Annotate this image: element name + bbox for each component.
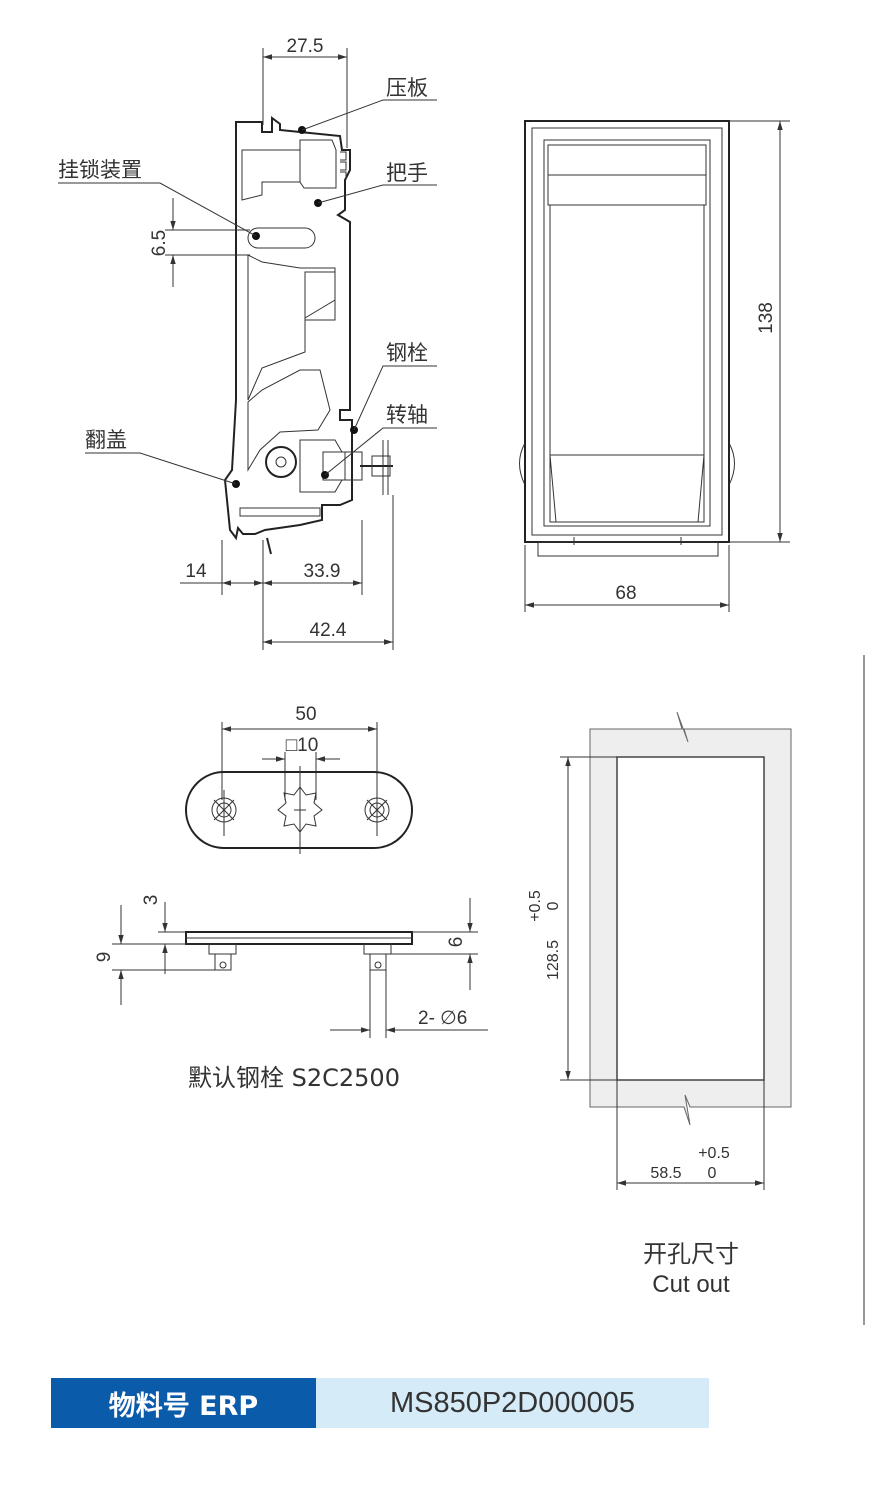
upper-cavity [241, 149, 301, 201]
shaft-head [371, 455, 391, 477]
plate-side-view: 3 9 6 2- ∅6 默认钢栓 S2C2500 [94, 895, 488, 1092]
erp-label: 物料号 ERP [51, 1378, 316, 1428]
pivot-arm [299, 439, 363, 493]
dim-9: 9 [94, 952, 115, 963]
lower-cavity [247, 369, 331, 472]
label-flip-cover: 翻盖 [85, 428, 127, 452]
dim-14: 14 [185, 561, 207, 582]
front-frame-outer [524, 120, 730, 543]
right-cavity [304, 271, 336, 321]
plate-view: 50 □10 [185, 704, 413, 854]
erp-bar: 物料号 ERP MS850P2D000005 [51, 1378, 709, 1428]
dim-2-holes: 2- ∅6 [418, 1008, 467, 1029]
slot-cavity [247, 227, 316, 249]
dim-square-10: □10 [286, 735, 319, 756]
cutout-height-tol-lower: 0 [545, 901, 562, 910]
dim-6: 6 [446, 937, 467, 948]
plate-caption: 默认钢栓 S2C2500 [188, 1064, 400, 1092]
cutout-hole [616, 756, 765, 1081]
cutout-view: 128.5 +0.5 0 58.5 +0.5 0 开孔尺寸 Cut out [527, 711, 792, 1298]
cutout-caption-cn: 开孔尺寸 [643, 1240, 739, 1268]
label-handle: 把手 [386, 161, 428, 185]
dim-27-5: 27.5 [287, 36, 324, 57]
erp-value: MS850P2D000005 [316, 1378, 709, 1428]
label-steel-pin: 钢栓 [386, 341, 428, 365]
section-body [223, 116, 353, 541]
dim-50: 50 [295, 704, 316, 725]
pivot-center [275, 456, 287, 468]
plate-outline [185, 771, 413, 849]
dim-6-5: 6.5 [149, 230, 170, 256]
front-bottom-lip [537, 541, 719, 557]
cutout-height-tol-upper: +0.5 [527, 890, 544, 922]
shaft-block [322, 451, 346, 481]
handle-top-bar [547, 144, 707, 176]
handle-panel [549, 204, 705, 456]
label-pressure-plate: 压板 [386, 76, 428, 100]
cutout-width-tol-lower: 0 [708, 1165, 717, 1182]
front-frame-inner [531, 127, 723, 536]
pivot-circle [265, 446, 297, 478]
front-view: 138 68 [519, 120, 790, 612]
bottom-flange [239, 507, 321, 517]
dim-33-9: 33.9 [304, 561, 341, 582]
front-recess [543, 139, 711, 527]
label-padlock: 挂锁装置 [58, 158, 142, 182]
cutout-width-value: 58.5 [650, 1165, 681, 1182]
side-section-view: 压板 挂锁装置 把手 钢栓 转轴 翻盖 27.5 6.5 14 33.9 42.… [58, 36, 437, 650]
cutout-width-tol-upper: +0.5 [698, 1145, 730, 1162]
handle-body [547, 174, 707, 206]
label-shaft: 转轴 [386, 403, 428, 427]
dim-3: 3 [141, 895, 162, 906]
lower-panel [549, 454, 705, 523]
dim-68: 68 [615, 583, 636, 604]
cutout-height-value: 128.5 [545, 940, 562, 980]
dim-138: 138 [756, 302, 777, 334]
handle-knurl [340, 151, 347, 180]
handle-cavity [299, 139, 337, 189]
cutout-caption-en: Cut out [652, 1271, 730, 1298]
dim-42-4: 42.4 [310, 620, 347, 641]
mid-cavity [247, 254, 336, 401]
